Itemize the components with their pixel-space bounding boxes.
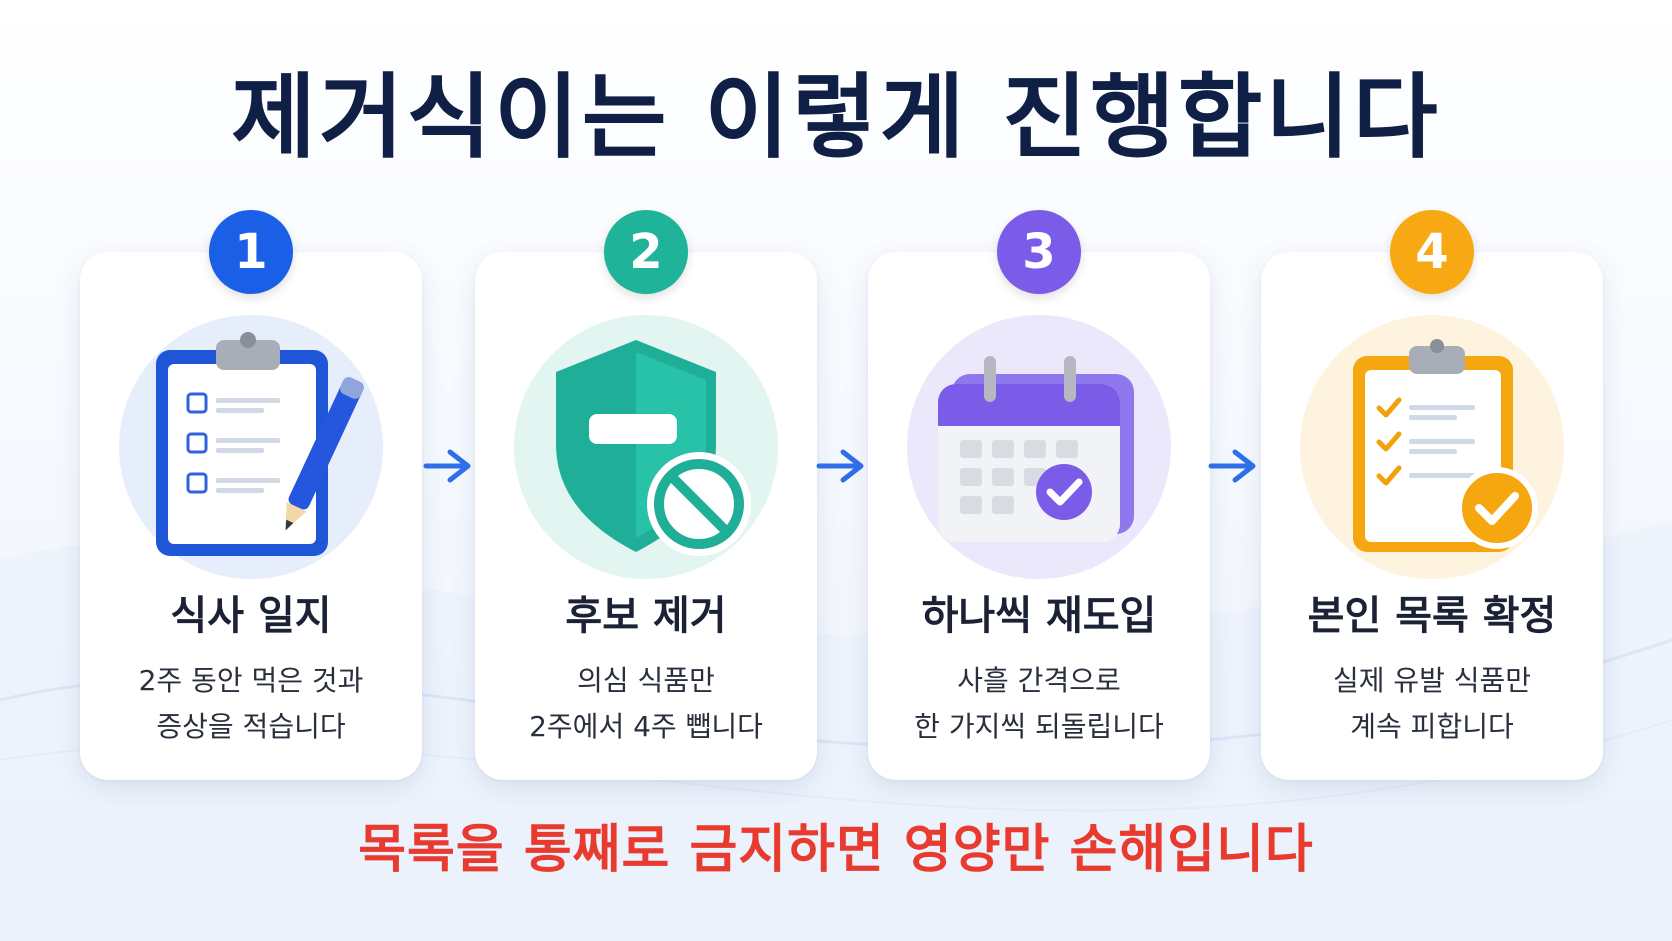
footer-warning: 목록을 통째로 금지하면 영양만 손해입니다 xyxy=(358,820,1314,880)
step-card-2: 후보 제거 의심 식품만 2주에서 4주 뺍니다 xyxy=(475,252,817,780)
step-number-badge: 2 xyxy=(604,210,688,294)
step-number-badge: 4 xyxy=(1390,210,1474,294)
shield-block-icon xyxy=(514,315,778,579)
step-title: 하나씩 재도입 xyxy=(921,593,1157,639)
calendar-check-icon xyxy=(907,315,1171,579)
step-number-badge: 3 xyxy=(997,210,1081,294)
checklist-approved-icon xyxy=(1300,315,1564,579)
step-card-1: 식사 일지 2주 동안 먹은 것과 증상을 적습니다 xyxy=(80,252,422,780)
step-description: 실제 유발 식품만 계속 피합니다 xyxy=(1332,664,1532,743)
arrow-right-icon xyxy=(1208,449,1256,483)
step-description: 2주 동안 먹은 것과 증상을 적습니다 xyxy=(138,664,364,743)
step-card-3: 하나씩 재도입 사흘 간격으로 한 가지씩 되돌립니다 xyxy=(868,252,1210,780)
step-card-4: 본인 목록 확정 실제 유발 식품만 계속 피합니다 xyxy=(1261,252,1603,780)
arrow-right-icon xyxy=(816,449,864,483)
clipboard-pen-icon xyxy=(119,315,383,579)
step-description: 의심 식품만 2주에서 4주 뺍니다 xyxy=(529,664,763,743)
page-title: 제거식이는 이렇게 진행합니다 xyxy=(231,64,1441,171)
arrow-right-icon xyxy=(423,449,471,483)
step-title: 후보 제거 xyxy=(565,593,727,639)
step-number-badge: 1 xyxy=(209,210,293,294)
step-title: 본인 목록 확정 xyxy=(1307,593,1557,639)
step-title: 식사 일지 xyxy=(170,593,332,639)
step-description: 사흘 간격으로 한 가지씩 되돌립니다 xyxy=(914,664,1164,743)
